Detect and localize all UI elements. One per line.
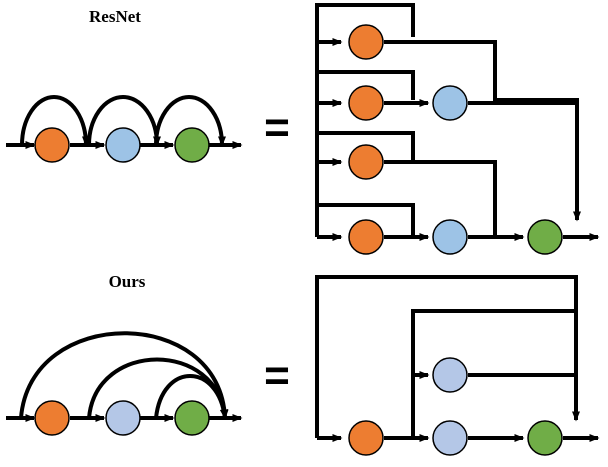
ours-outer-loop xyxy=(315,275,580,438)
resnet-skip-arc-3 xyxy=(154,95,226,147)
resnet-section: ResNet = xyxy=(6,3,600,255)
resnet-unrolled-green xyxy=(527,219,563,255)
resnet-unrolled-blue-2 xyxy=(432,219,468,255)
resnet-chain xyxy=(6,95,243,163)
resnet-loop-row3 xyxy=(317,131,415,160)
resnet-node-orange xyxy=(34,127,70,163)
resnet-loop-row2 xyxy=(317,70,415,100)
resnet-unrolled-orange-3 xyxy=(348,144,384,180)
ours-unrolled-blue-low xyxy=(432,420,468,456)
resnet-skip-arc-2 xyxy=(87,95,161,147)
resnet-loop-row4 xyxy=(317,203,415,235)
resnet-unrolled-blue-1 xyxy=(432,85,468,121)
resnet-unrolled-orange-4 xyxy=(348,219,384,255)
ours-node-orange xyxy=(34,400,70,436)
resnet-trunk xyxy=(315,3,415,237)
resnet-path-row3 xyxy=(384,160,497,235)
ours-section: Ours = xyxy=(6,272,600,456)
resnet-unrolled xyxy=(315,3,600,255)
ours-dense-arc-1 xyxy=(19,331,229,420)
ours-unrolled-green xyxy=(527,420,563,456)
resnet-unrolled-orange-1 xyxy=(348,24,384,60)
ours-unrolled xyxy=(315,275,600,456)
ours-unrolled-orange xyxy=(348,420,384,456)
resnet-unrolled-orange-2 xyxy=(348,85,384,121)
resnet-title: ResNet xyxy=(89,7,141,26)
resnet-node-green xyxy=(174,127,210,163)
ours-dense-arc-3 xyxy=(154,374,228,420)
equals-sign-bottom: = xyxy=(264,351,290,400)
ours-title: Ours xyxy=(109,272,146,291)
resnet-node-blue xyxy=(105,127,141,163)
ours-node-green xyxy=(174,400,210,436)
ours-chain xyxy=(6,331,243,436)
ours-unrolled-blue-mid xyxy=(432,357,468,393)
ours-node-blue xyxy=(105,400,141,436)
resnet-path-row1 xyxy=(384,40,581,222)
equals-sign-top: = xyxy=(264,103,290,152)
resnet-skip-arc-1 xyxy=(20,95,90,147)
